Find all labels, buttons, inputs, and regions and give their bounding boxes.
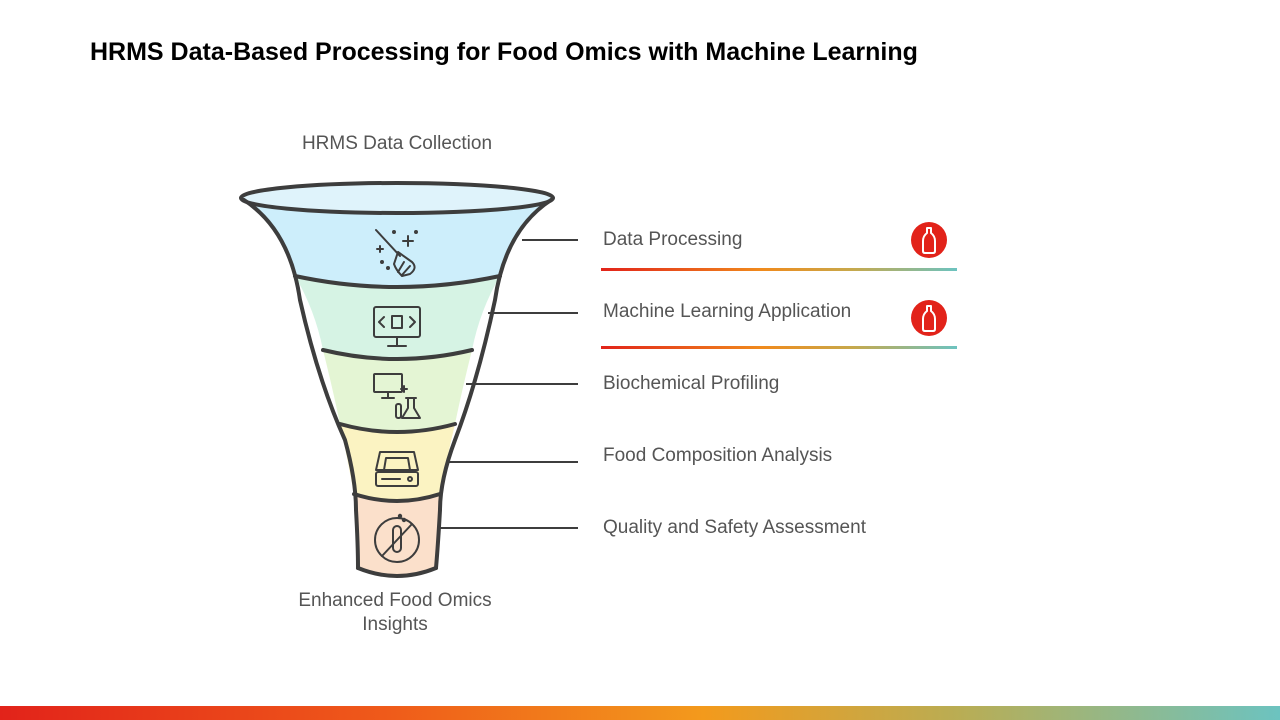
- funnel-bottom-label: Enhanced Food Omics Insights: [245, 589, 545, 637]
- bottle-badge-icon: [911, 300, 947, 336]
- funnel-right-wall: [434, 198, 553, 570]
- funnel-rim: [239, 181, 555, 215]
- funnel-stage-4-fill: [340, 424, 455, 502]
- funnel-left-wall: [242, 198, 360, 570]
- funnel-bottom-cap: [356, 566, 438, 578]
- monitor-code-icon: [373, 306, 421, 347]
- scale-icon: [375, 451, 419, 487]
- funnel-divider-1: [293, 274, 502, 289]
- bottle-badge-icon: [911, 222, 947, 258]
- stage-label-biochemical-profiling: Biochemical Profiling: [603, 373, 780, 394]
- stage-label-food-composition: Food Composition Analysis: [603, 445, 833, 466]
- stage-label-quality-safety: Quality and Safety Assessment: [603, 517, 866, 538]
- funnel-divider-3: [338, 422, 457, 434]
- funnel-divider-2: [321, 348, 474, 361]
- computer-flask-icon: [373, 373, 421, 419]
- funnel-top-label: HRMS Data Collection: [301, 133, 493, 154]
- funnel-bottom-label-line1: Enhanced Food Omics: [298, 590, 492, 611]
- stage-label-machine-learning: Machine Learning Application: [603, 301, 852, 322]
- funnel-divider-4: [352, 492, 442, 503]
- funnel-stage-1-fill: [244, 198, 551, 288]
- funnel-stage-2-fill: [295, 276, 500, 360]
- stage-underline-2: [601, 346, 957, 349]
- funnel-bottom-label-line2: Insights: [362, 614, 428, 635]
- broom-sparkle-icon: [375, 229, 418, 277]
- slide-title: HRMS Data-Based Processing for Food Omic…: [90, 38, 918, 66]
- stage-label-data-processing: Data Processing: [603, 229, 743, 250]
- funnel-stage-5-fill: [354, 494, 440, 576]
- stage-underline-1: [601, 268, 957, 271]
- no-test-tube-icon: [374, 513, 420, 563]
- footer-gradient-bar: [0, 706, 1280, 720]
